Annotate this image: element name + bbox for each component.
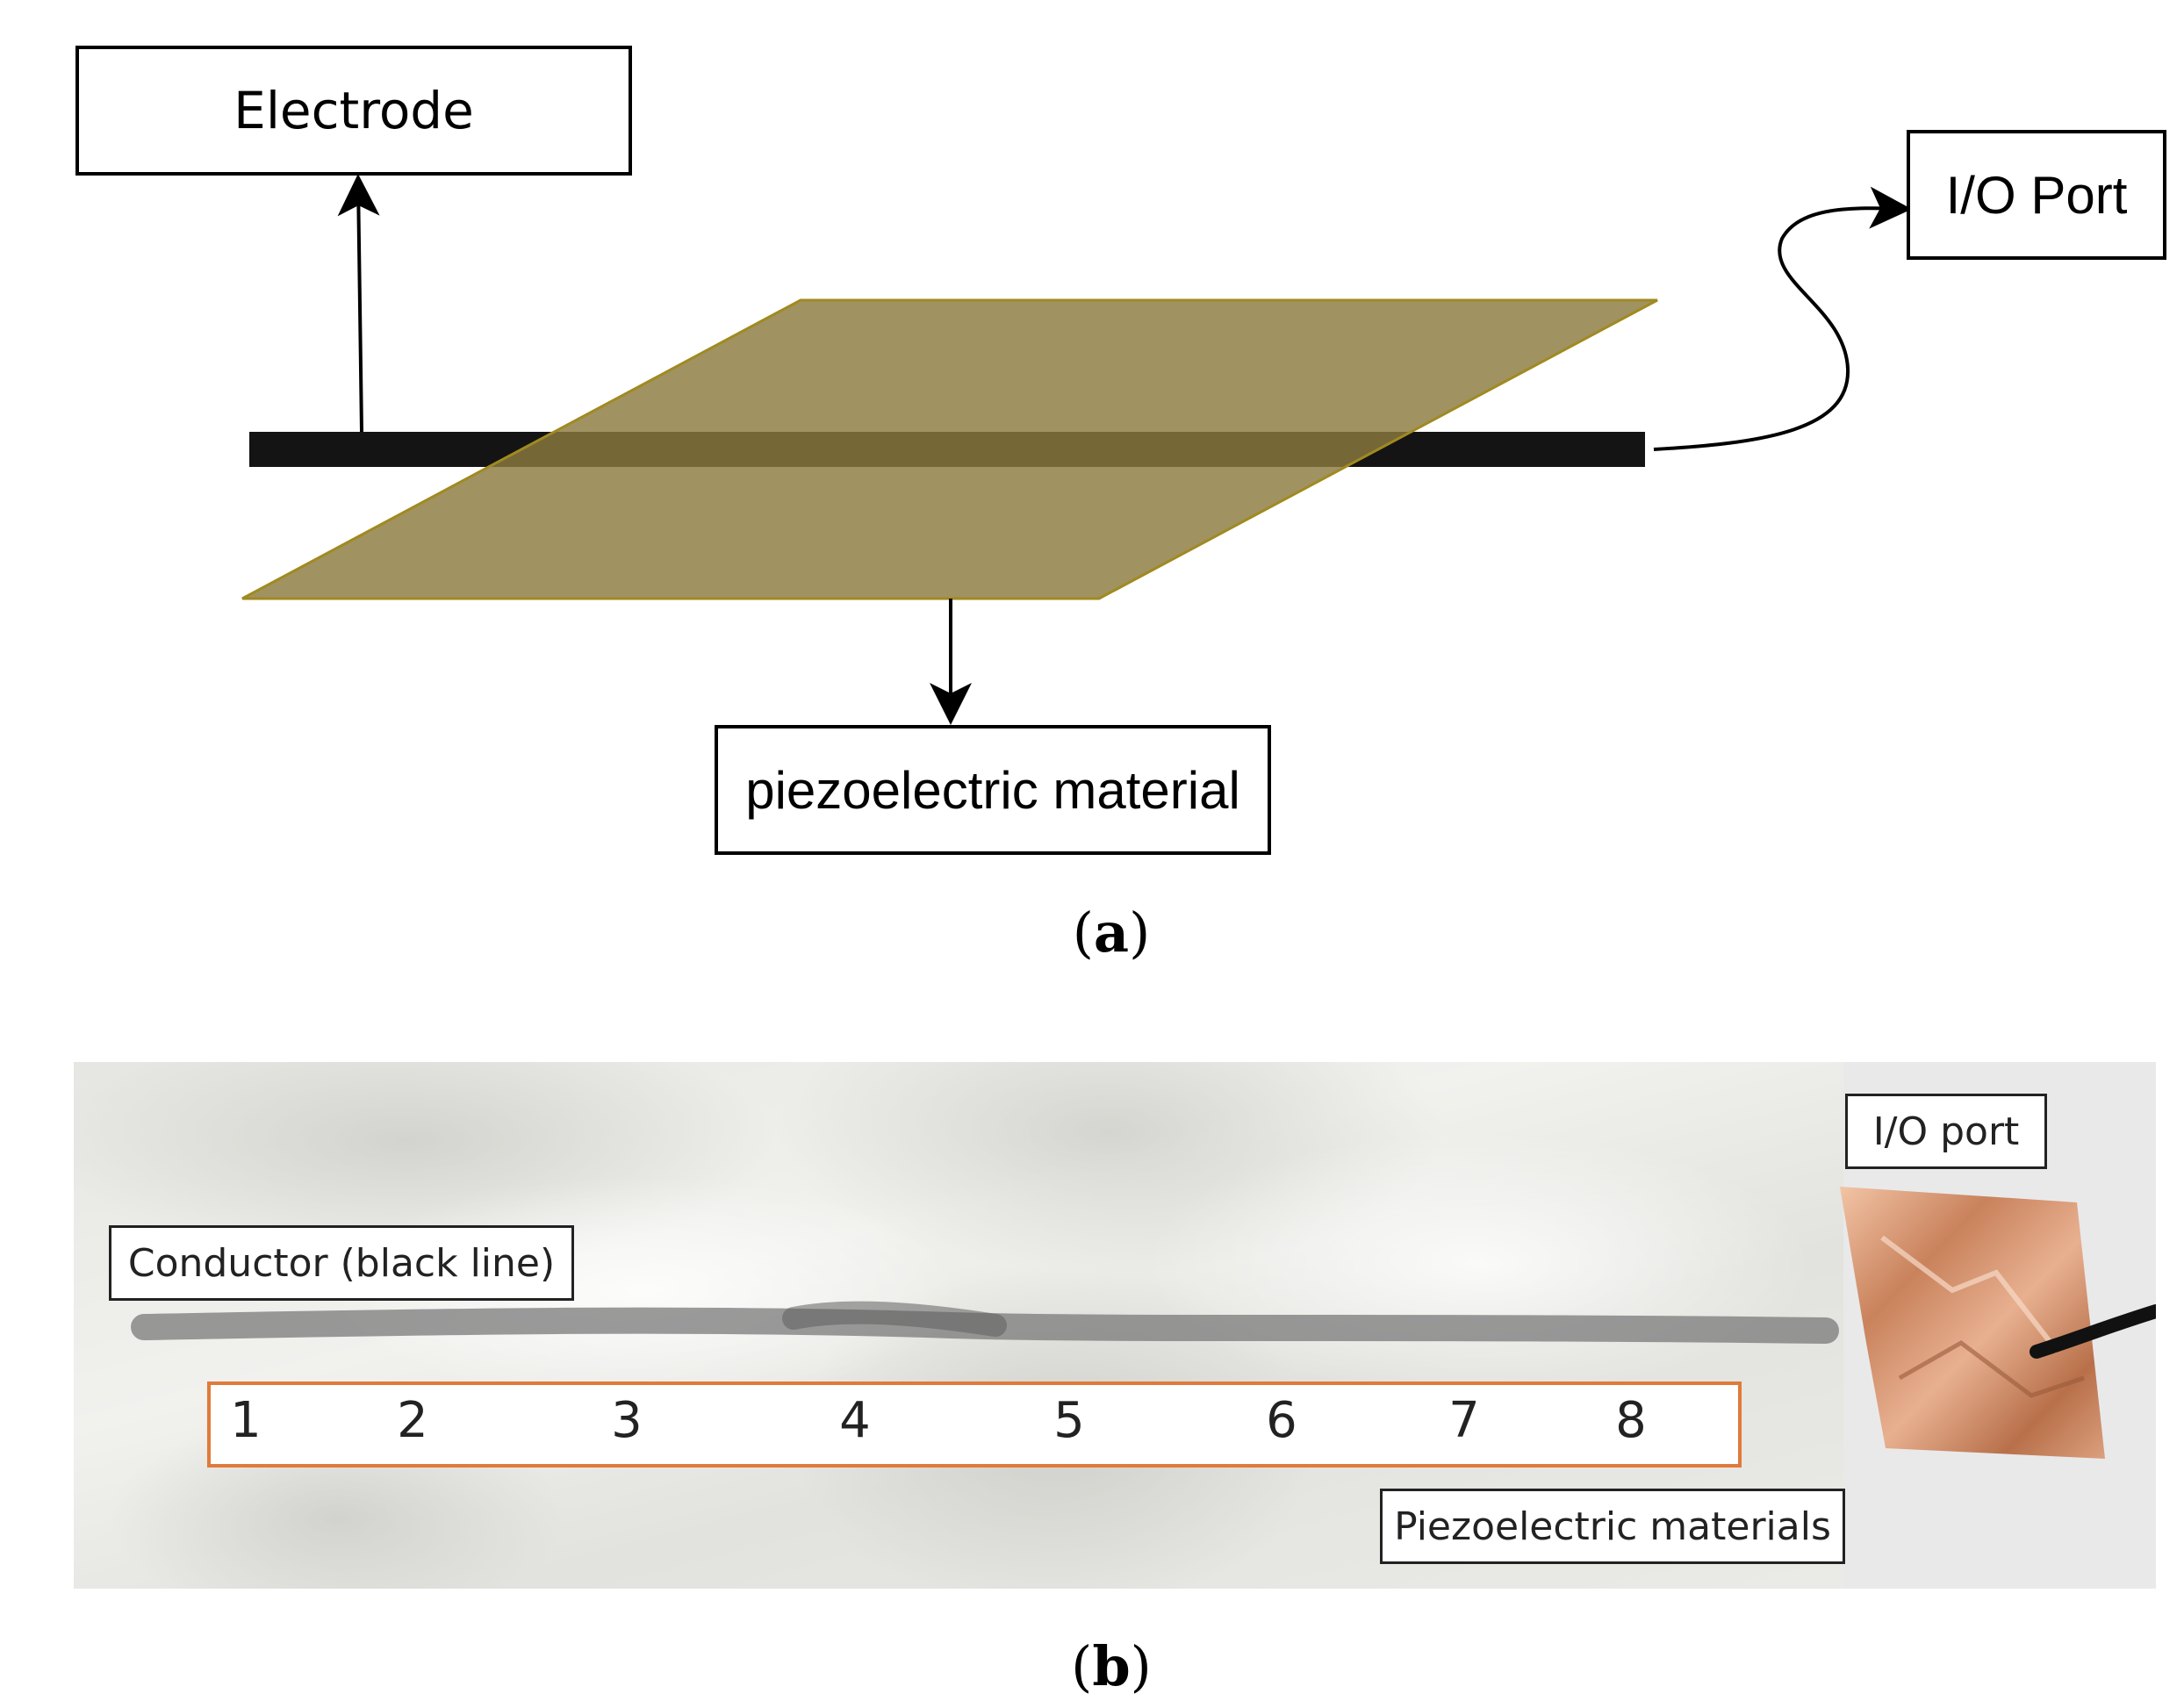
segment-1: 1 <box>230 1392 262 1449</box>
piezo-label-b: Piezoelectric materials <box>1394 1503 1831 1549</box>
io-port-label-b: I/O port <box>1872 1109 2020 1154</box>
caption-a-letter: a <box>1093 901 1130 965</box>
piezo-tag-b: Piezoelectric materials <box>1380 1489 1845 1564</box>
segment-4: 4 <box>839 1392 871 1449</box>
segment-frame <box>207 1381 1742 1468</box>
caption-b-letter: b <box>1092 1634 1131 1698</box>
io-port-label-a: I/O Port <box>1945 165 2128 225</box>
photo-background <box>74 1062 2156 1589</box>
segment-8: 8 <box>1615 1392 1647 1449</box>
io-cable <box>2030 1304 2156 1359</box>
segment-2: 2 <box>397 1392 428 1449</box>
panel-a-diagram <box>241 174 1912 725</box>
piezo-label-a: piezoelectric material <box>745 760 1240 820</box>
conductor-label: Conductor (black line) <box>127 1240 556 1286</box>
io-port-wire <box>1653 186 1912 451</box>
piezo-sheet <box>241 298 1658 600</box>
sensor-photo: 1 2 3 4 5 6 7 8 Conductor (black line) I… <box>74 1062 2156 1589</box>
caption-b: (b) <box>1071 1634 1152 1698</box>
io-port-tag-b: I/O port <box>1845 1094 2047 1169</box>
segment-6: 6 <box>1266 1392 1297 1449</box>
caption-a: (a) <box>1072 901 1151 965</box>
electrode-box: Electrode <box>75 46 632 176</box>
segment-3: 3 <box>611 1392 643 1449</box>
piezo-box-a: piezoelectric material <box>715 725 1271 855</box>
io-port-box-a: I/O Port <box>1907 130 2166 260</box>
segment-7: 7 <box>1448 1392 1480 1449</box>
conductor-tag: Conductor (black line) <box>109 1225 574 1301</box>
segment-5: 5 <box>1053 1392 1085 1449</box>
electrode-label: Electrode <box>233 81 474 140</box>
electrode-arrow <box>337 174 380 433</box>
